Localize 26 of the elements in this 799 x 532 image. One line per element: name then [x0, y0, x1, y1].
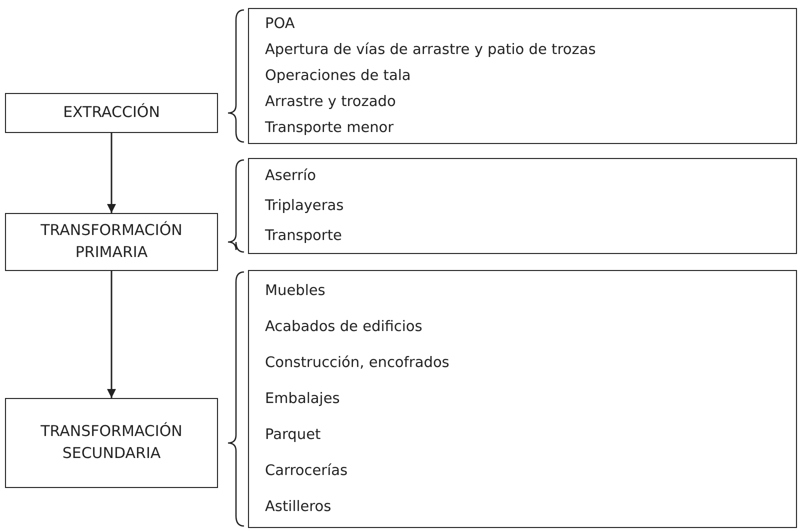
arrow: [107, 133, 116, 213]
list-item: Apertura de vías de arrastre y patio de trozas: [265, 42, 597, 58]
stage-box: [5, 213, 218, 271]
stage-label: TRANSFORMACIÓN SECUNDARIA: [40, 421, 184, 464]
list-box: [248, 8, 797, 144]
list-item: Aserrío: [265, 168, 317, 184]
list-item: Astilleros: [265, 499, 332, 515]
list-item: Muebles: [265, 283, 326, 299]
arrow: [107, 271, 116, 398]
list-item: Construcción, encofrados: [265, 355, 450, 371]
list-item: Transporte: [265, 228, 343, 244]
list-item: Acabados de edificios: [265, 319, 424, 335]
list-item: Triplayeras: [265, 198, 345, 214]
stage-label: TRANSFORMACIÓN PRIMARIA: [40, 220, 184, 263]
list-item: Parquet: [265, 427, 322, 443]
list-box: [248, 158, 797, 254]
list-item: Transporte menor: [265, 120, 395, 136]
stage-box: [5, 93, 218, 133]
stage-label: EXTRACCIÓN: [63, 102, 160, 124]
stage-box: [5, 398, 218, 488]
list-item: Arrastre y trozado: [265, 94, 397, 110]
list-box: [248, 270, 797, 528]
list-item: Carrocerías: [265, 463, 349, 479]
list-item: POA: [265, 16, 296, 32]
list-item: Operaciones de tala: [265, 68, 412, 84]
list-item: Embalajes: [265, 391, 341, 407]
